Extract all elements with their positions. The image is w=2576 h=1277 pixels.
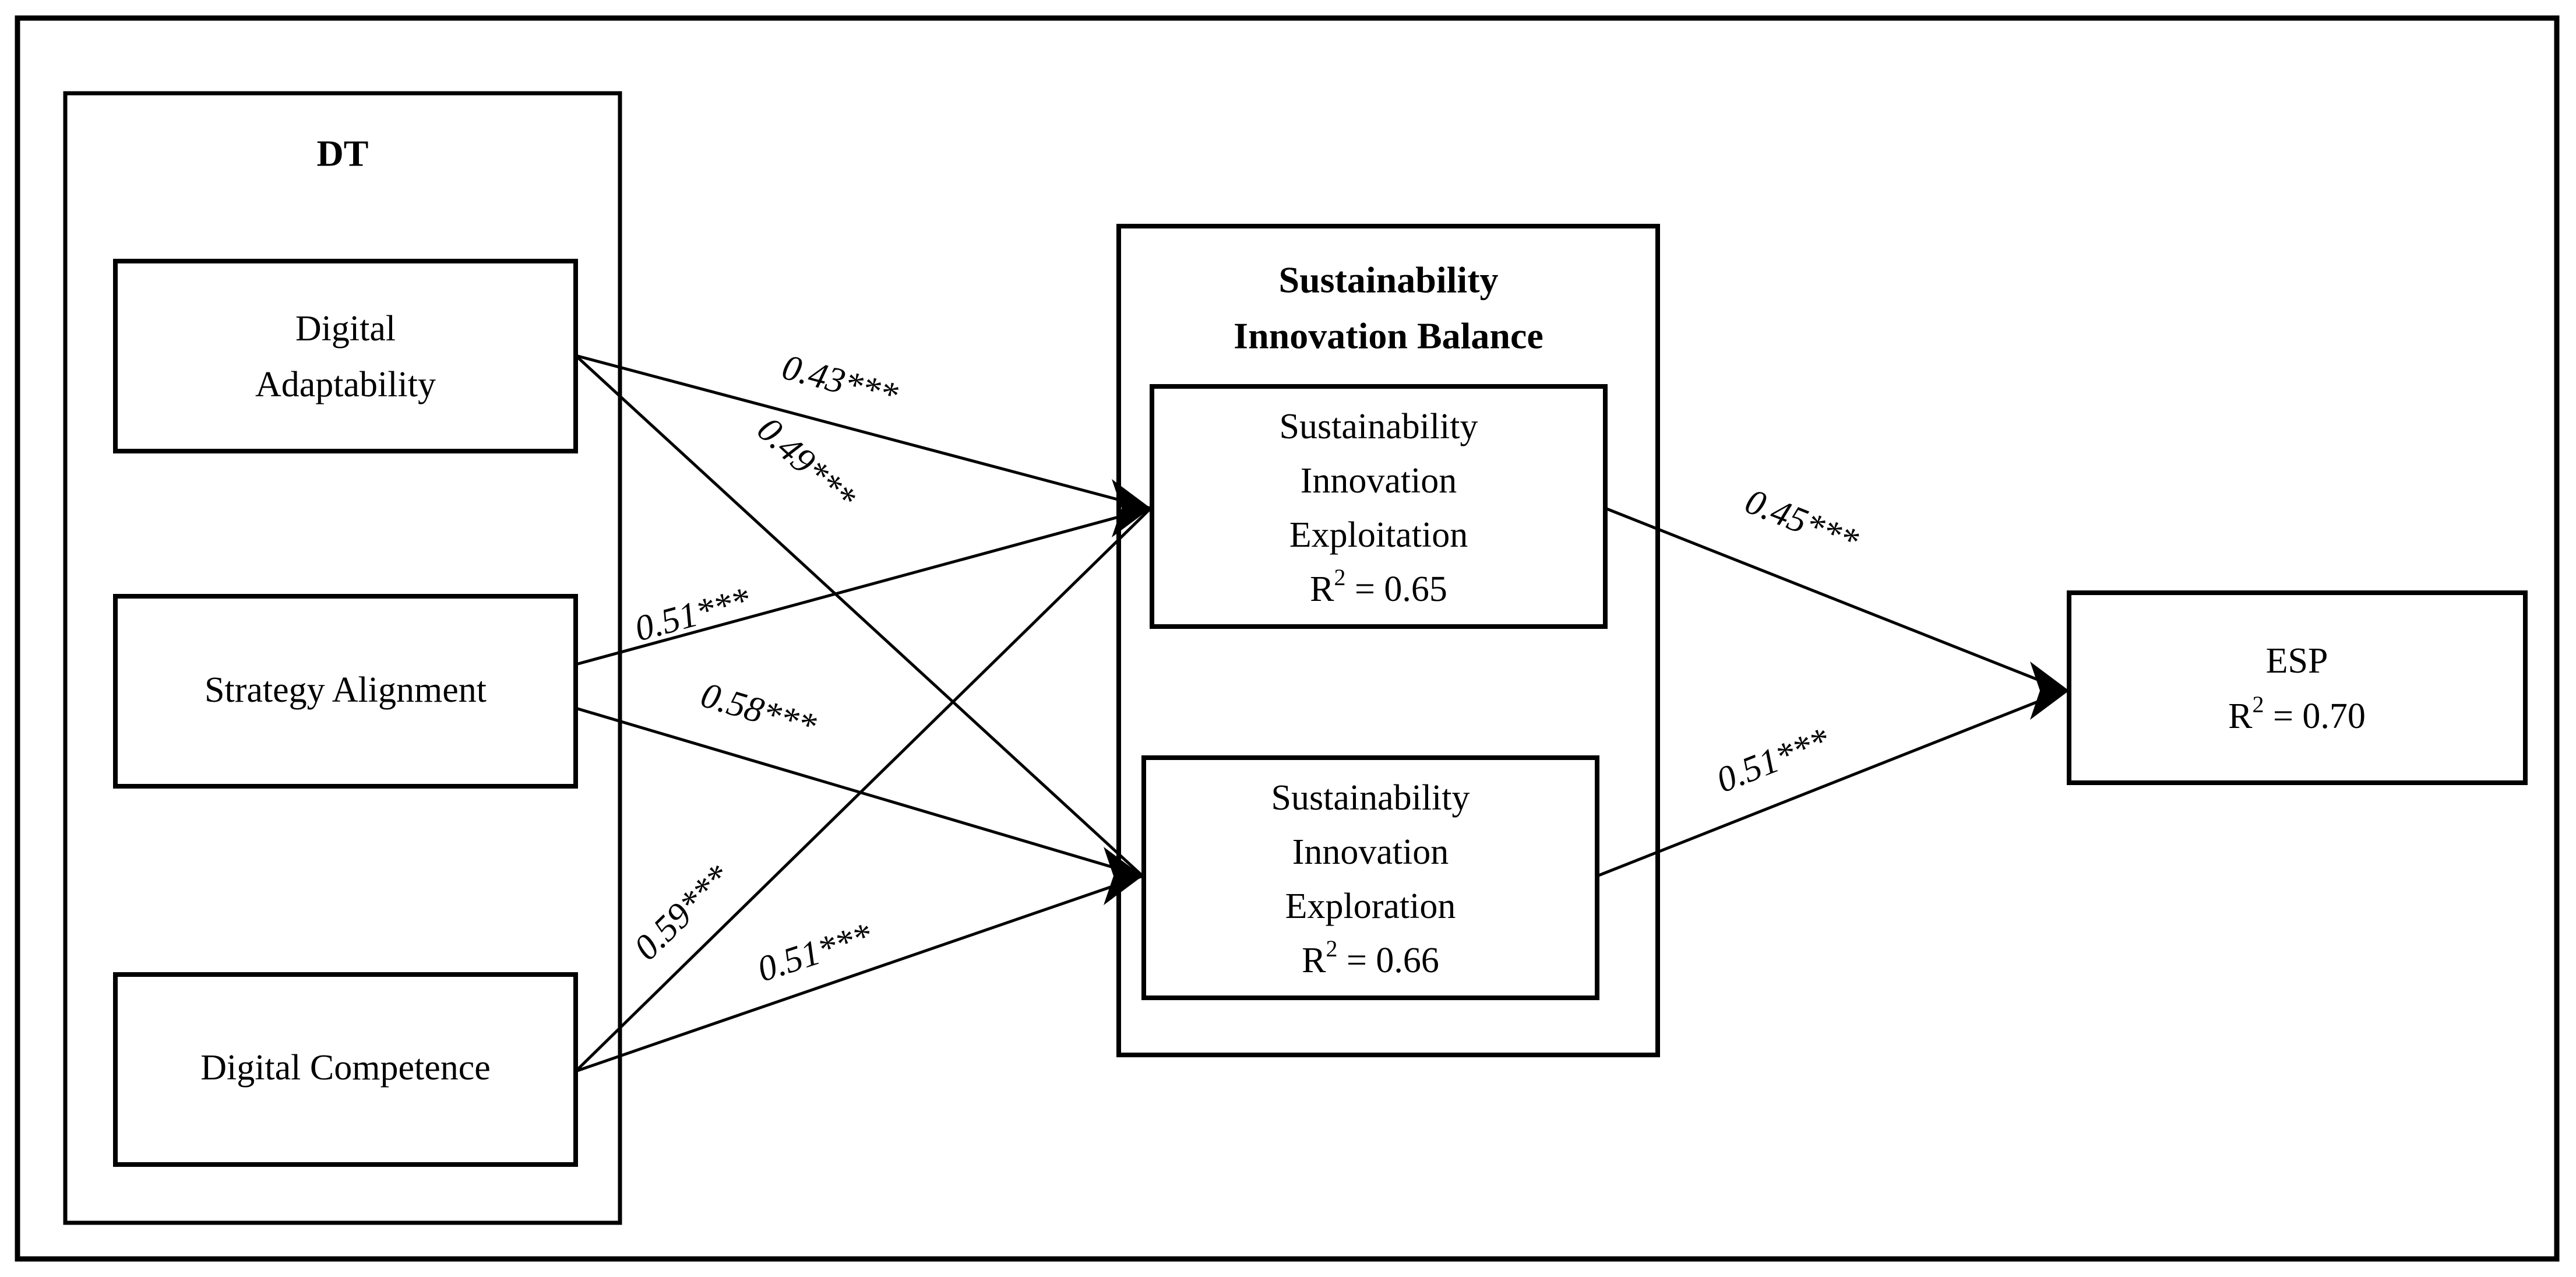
strategy-alignment-label: Strategy Alignment <box>205 670 487 710</box>
esp-r2: R2 = 0.70 <box>2228 691 2366 736</box>
arrowhead-exploitation <box>1112 479 1151 537</box>
exploration-r2: R2 = 0.66 <box>1302 935 1439 980</box>
esp-r2-exponent: 2 <box>2252 691 2264 717</box>
exploitation-r2-prefix: R <box>1310 569 1334 609</box>
digital-competence-label: Digital Competence <box>200 1048 491 1088</box>
exploration-r2-value: = 0.66 <box>1337 941 1439 980</box>
exploration-label-line3: Exploration <box>1285 886 1456 926</box>
path-line-sa-to-exploitation <box>575 506 1151 666</box>
path-line-da-to-exploration <box>575 354 1144 877</box>
exploration-r2-prefix: R <box>1302 941 1326 980</box>
sib-container-title-line2: Innovation Balance <box>1234 315 1544 357</box>
exploitation-r2-value: = 0.65 <box>1345 569 1447 609</box>
path-line-exploitation-to-esp <box>1605 506 2066 692</box>
strategy-alignment-box[interactable] <box>113 594 578 789</box>
digital-adaptability-box[interactable] <box>113 259 578 453</box>
esp-box[interactable] <box>2067 590 2528 785</box>
exploitation-r2: R2 = 0.65 <box>1310 564 1447 609</box>
esp-title: ESP <box>2266 641 2328 681</box>
arrowhead-exploration <box>1104 847 1143 905</box>
digital-adaptability-label-line1: Digital <box>295 309 396 349</box>
digital-adaptability-label-line2: Adaptability <box>255 365 436 404</box>
exploration-r2-exponent: 2 <box>1326 935 1337 962</box>
dt-container-title: DT <box>317 133 369 174</box>
esp-r2-value: = 0.70 <box>2264 696 2365 736</box>
exploration-label-line1: Sustainability <box>1271 778 1470 818</box>
exploitation-r2-exponent: 2 <box>1334 564 1345 590</box>
sib-container-title-line1: Sustainability <box>1278 259 1498 301</box>
sustainability-innovation-exploration-box[interactable] <box>1141 755 1599 1000</box>
path-line-dc-to-exploration <box>575 874 1143 1073</box>
exploration-label-line2: Innovation <box>1292 832 1449 872</box>
exploitation-label-line2: Innovation <box>1301 461 1457 501</box>
arrowhead-esp <box>2030 662 2069 720</box>
path-line-dc-to-exploitation <box>575 507 1152 1072</box>
exploitation-label-line3: Exploitation <box>1289 515 1468 555</box>
sustainability-innovation-exploitation-box[interactable] <box>1150 384 1608 629</box>
path-line-da-to-exploitation <box>575 354 1151 510</box>
exploitation-label-line1: Sustainability <box>1280 407 1478 446</box>
esp-r2-prefix: R <box>2228 696 2253 736</box>
path-line-exploration-to-esp <box>1597 689 2066 878</box>
